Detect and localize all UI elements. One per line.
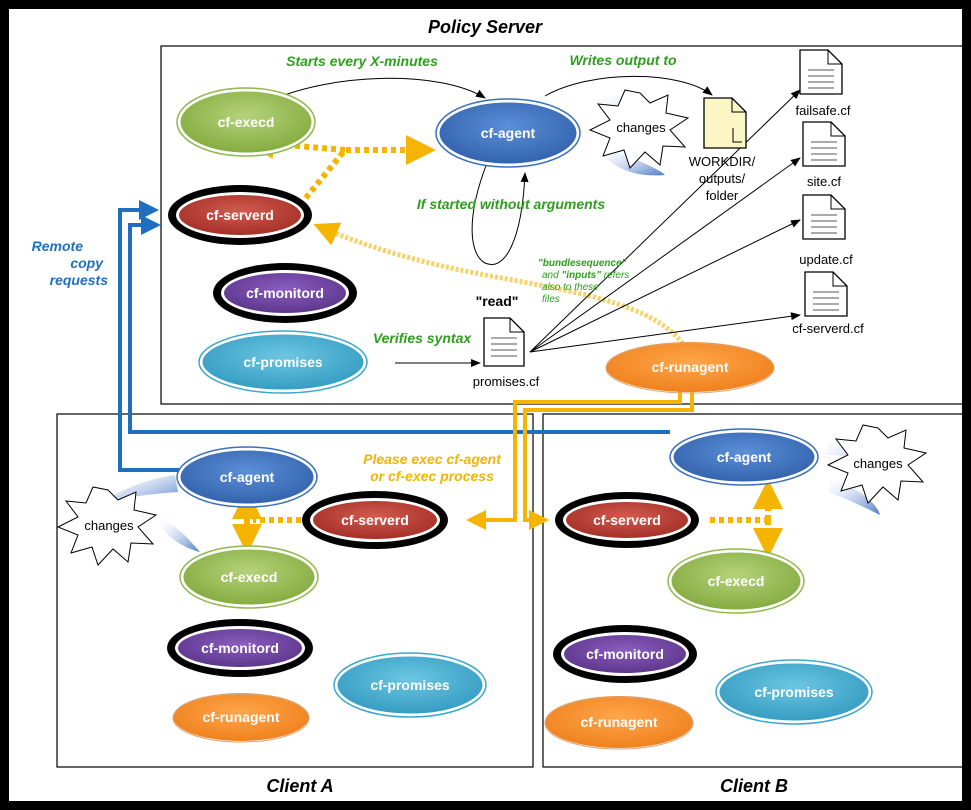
remote-line-1: Remote xyxy=(32,238,84,254)
file-site: site.cf xyxy=(802,121,846,189)
bundle-line-4: files xyxy=(542,294,560,305)
client-b-title: Client B xyxy=(720,776,788,796)
a-cf-agent-label: cf-agent xyxy=(220,469,275,485)
a-cf-execd-label: cf-execd xyxy=(221,569,278,585)
serverd-cf-label: cf-serverd.cf xyxy=(792,321,864,336)
server-cf-runagent: cf-runagent xyxy=(605,342,775,394)
a-cf-serverd-label: cf-serverd xyxy=(341,512,409,528)
server-cf-monitord-label: cf-monitord xyxy=(246,285,324,301)
note-started-without-args: If started without arguments xyxy=(417,196,605,212)
file-serverd-cf: cf-serverd.cf xyxy=(792,271,864,336)
bundle-line-1: "bundlesequence" xyxy=(538,258,627,269)
a-cf-promises-label: cf-promises xyxy=(370,677,450,693)
server-cf-execd: cf-execd xyxy=(176,87,316,157)
a-cf-serverd: cf-serverd xyxy=(302,491,448,549)
note-starts-every: Starts every X-minutes xyxy=(286,53,438,69)
b-cf-monitord: cf-monitord xyxy=(553,625,697,683)
policy-server-title: Policy Server xyxy=(428,17,543,37)
workdir-label-2: outputs/ xyxy=(699,171,746,186)
file-workdir: WORKDIR/ outputs/ folder xyxy=(689,97,756,203)
a-cf-execd: cf-execd xyxy=(179,545,319,609)
server-cf-runagent-label: cf-runagent xyxy=(652,359,729,375)
server-cf-serverd-label: cf-serverd xyxy=(206,207,274,223)
server-cf-promises: cf-promises xyxy=(198,330,368,394)
remote-line-2: copy xyxy=(70,255,104,271)
workdir-label-3: folder xyxy=(706,188,739,203)
remote-line-3: requests xyxy=(50,272,109,288)
b-cf-promises: cf-promises xyxy=(715,659,873,725)
b-cf-agent-label: cf-agent xyxy=(717,449,772,465)
note-writes-output: Writes output to xyxy=(569,52,677,68)
b-cf-monitord-label: cf-monitord xyxy=(586,646,664,662)
b-cf-runagent: cf-runagent xyxy=(544,696,694,750)
b-cf-promises-label: cf-promises xyxy=(754,684,834,700)
please-line-1: Please exec cf-agent xyxy=(363,451,502,467)
client-a-box xyxy=(56,413,534,768)
b-cf-execd-label: cf-execd xyxy=(708,573,765,589)
update-label: update.cf xyxy=(799,252,853,267)
please-line-2: or cf-exec process xyxy=(370,468,494,484)
b-cf-serverd-label: cf-serverd xyxy=(593,512,661,528)
site-label: site.cf xyxy=(807,174,841,189)
server-cf-execd-label: cf-execd xyxy=(218,114,275,130)
server-cf-serverd: cf-serverd xyxy=(168,185,312,245)
b-cf-execd: cf-execd xyxy=(667,548,805,614)
failsafe-label: failsafe.cf xyxy=(796,103,851,118)
server-cf-promises-label: cf-promises xyxy=(243,354,323,370)
client-b-box xyxy=(542,413,964,768)
note-verifies-syntax: Verifies syntax xyxy=(373,330,473,346)
note-please-exec: Please exec cf-agent or cf-exec process xyxy=(363,451,502,484)
exec-request-connectors xyxy=(466,390,694,530)
bundle-line-3: also to these xyxy=(542,282,599,293)
server-cf-agent: cf-agent xyxy=(435,98,581,168)
file-failsafe: failsafe.cf xyxy=(796,49,851,118)
a-cf-monitord-label: cf-monitord xyxy=(201,640,279,656)
file-update: update.cf xyxy=(799,194,853,267)
b-cf-agent: cf-agent xyxy=(669,428,819,486)
workdir-label-1: WORKDIR/ xyxy=(689,154,756,169)
promises-cf-label: promises.cf xyxy=(473,374,540,389)
changes-label-a: changes xyxy=(84,518,134,533)
a-cf-agent: cf-agent xyxy=(176,446,318,508)
note-read: "read" xyxy=(476,293,519,309)
changes-label-server: changes xyxy=(616,120,666,135)
changes-burst-b: changes xyxy=(826,424,928,504)
b-cf-serverd: cf-serverd xyxy=(555,492,699,548)
client-a-title: Client A xyxy=(266,776,333,796)
server-cf-agent-label: cf-agent xyxy=(481,125,536,141)
changes-burst-server: changes xyxy=(588,89,690,169)
a-cf-runagent-label: cf-runagent xyxy=(203,709,280,725)
a-cf-promises: cf-promises xyxy=(333,652,487,718)
server-cf-monitord: cf-monitord xyxy=(213,263,357,323)
file-promises: promises.cf xyxy=(473,317,540,389)
note-bundlesequence: "bundlesequence" and "inputs" refers als… xyxy=(538,258,629,305)
remote-copy-connectors xyxy=(118,200,670,472)
changes-label-b: changes xyxy=(853,456,903,471)
b-cf-runagent-label: cf-runagent xyxy=(581,714,658,730)
a-cf-monitord: cf-monitord xyxy=(167,619,313,677)
note-remote-copy: Remote copy requests xyxy=(32,238,109,288)
a-cf-runagent: cf-runagent xyxy=(172,693,310,743)
bundle-line-2: and "inputs" refers xyxy=(542,270,629,281)
changes-burst-a: changes xyxy=(56,486,158,566)
flow-arrows xyxy=(264,75,801,367)
